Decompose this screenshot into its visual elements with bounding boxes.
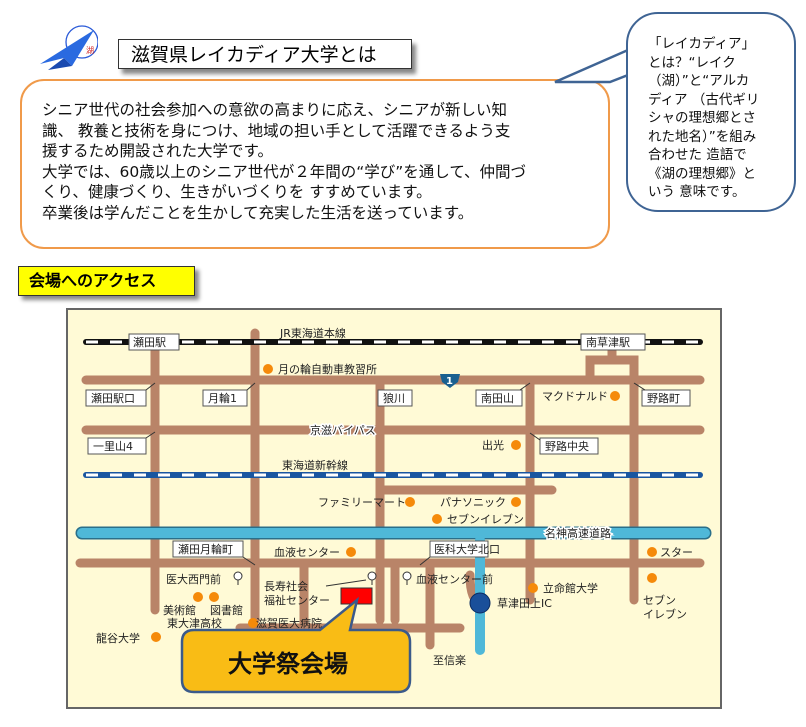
bubble-tail	[554, 48, 630, 84]
section-heading-access: 会場へのアクセス	[18, 266, 195, 296]
intro-panel	[20, 79, 610, 249]
interchange-icon	[469, 592, 491, 614]
shinkansen-label: 東海道新幹線	[282, 458, 348, 472]
place-label: 美術館	[163, 603, 196, 617]
place-label: 月の輪自動車教習所	[278, 362, 377, 376]
place-label: セブン	[643, 593, 676, 607]
intersection-label: 一里山4	[93, 440, 133, 453]
station-seta: 瀬田駅	[133, 335, 166, 349]
bus-stop-icon	[402, 571, 412, 585]
place-label: マクドナルド	[542, 390, 608, 403]
place-label: イレブン	[643, 607, 687, 621]
bubble-text: 「レイカディア」 とは？“レイク （湖）”と“アルカ ディア （古代ギリ シャの…	[648, 36, 760, 200]
intersection-label: 月輪1	[208, 391, 237, 405]
page-title: 滋賀県レイカディア大学とは	[118, 39, 412, 69]
place-label: 血液センター	[274, 545, 340, 559]
place-label: 福祉センター	[264, 593, 330, 607]
access-map: JR東海道本線 京滋バイパス 東海道新幹線 名神高速道路 1 瀬田駅 南草津駅 …	[66, 308, 722, 709]
svg-text:湖: 湖	[86, 46, 94, 55]
place-label: 出光	[482, 438, 504, 452]
speech-bubble	[626, 12, 796, 212]
venue-label: 大学祭会場	[228, 650, 348, 678]
paper-plane-logo-icon: 湖	[40, 25, 99, 70]
intersection-label: 瀬田駅口	[91, 391, 135, 405]
place-label: 図書館	[210, 603, 243, 617]
intersection-label: 狼川	[383, 391, 405, 405]
place-label: 長寿社会	[264, 579, 308, 593]
places: 月の輪自動車教習所 マクドナルド 出光 ファミリーマート パナソニック セブンイ…	[96, 362, 693, 667]
jr-line-label: JR東海道本線	[279, 326, 346, 340]
intersection-label: 野路町	[647, 392, 680, 405]
place-label: セブンイレブン	[447, 512, 524, 526]
route-1-marker-icon	[440, 374, 460, 388]
bus-stop-icon	[367, 571, 377, 585]
intersection-label: 瀬田月輪町	[178, 542, 233, 556]
place-label: 東大津高校	[167, 616, 222, 630]
intersection-label: 南田山	[481, 392, 514, 405]
place-label: 血液センター前	[416, 572, 493, 586]
intersection-label: 野路中央	[545, 440, 589, 453]
place-label: スター	[660, 546, 693, 559]
route-1-label: 1	[446, 376, 453, 387]
place-label: 至信楽	[433, 654, 466, 667]
intersections: 瀬田駅口 月輪1 狼川 南田山 野路町 一里山4 野路中央 瀬田月輪町 医科大学…	[85, 382, 691, 566]
meishin-label: 名神高速道路	[545, 526, 611, 540]
place-label: 草津田上IC	[497, 597, 552, 610]
place-label: パナソニック	[440, 496, 506, 509]
place-label: 立命館大学	[543, 581, 598, 595]
logo: 湖	[38, 22, 99, 72]
intersection-label: 医科大学北口	[434, 542, 500, 556]
place-label: 龍谷大学	[96, 631, 140, 645]
intro-text: シニア世代の社会参加への意欲の高まりに応え、シニアが新しい知 識、 教養と技術を…	[42, 101, 527, 222]
place-label: ファミリーマート	[318, 496, 406, 509]
place-label: 滋賀医大病院	[256, 616, 322, 630]
bus-stop-icon	[233, 571, 243, 585]
venue-callout	[180, 596, 412, 694]
place-label: 医大西門前	[166, 572, 221, 586]
station-minamikusatsu: 南草津駅	[586, 336, 630, 349]
bypass-label: 京滋バイパス	[310, 423, 376, 437]
